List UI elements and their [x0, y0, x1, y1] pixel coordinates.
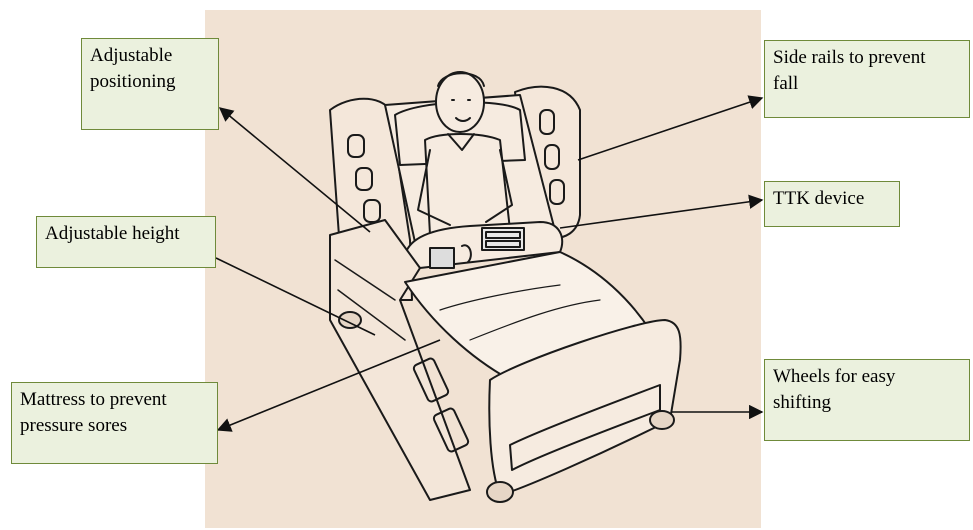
- label-side-rails: Side rails to prevent fall: [764, 40, 970, 118]
- label-adjustable-positioning: Adjustable positioning: [81, 38, 219, 130]
- label-mattress: Mattress to prevent pressure sores: [11, 382, 218, 464]
- label-ttk-device: TTK device: [764, 181, 900, 227]
- label-adjustable-height: Adjustable height: [36, 216, 216, 268]
- label-wheels: Wheels for easy shifting: [764, 359, 970, 441]
